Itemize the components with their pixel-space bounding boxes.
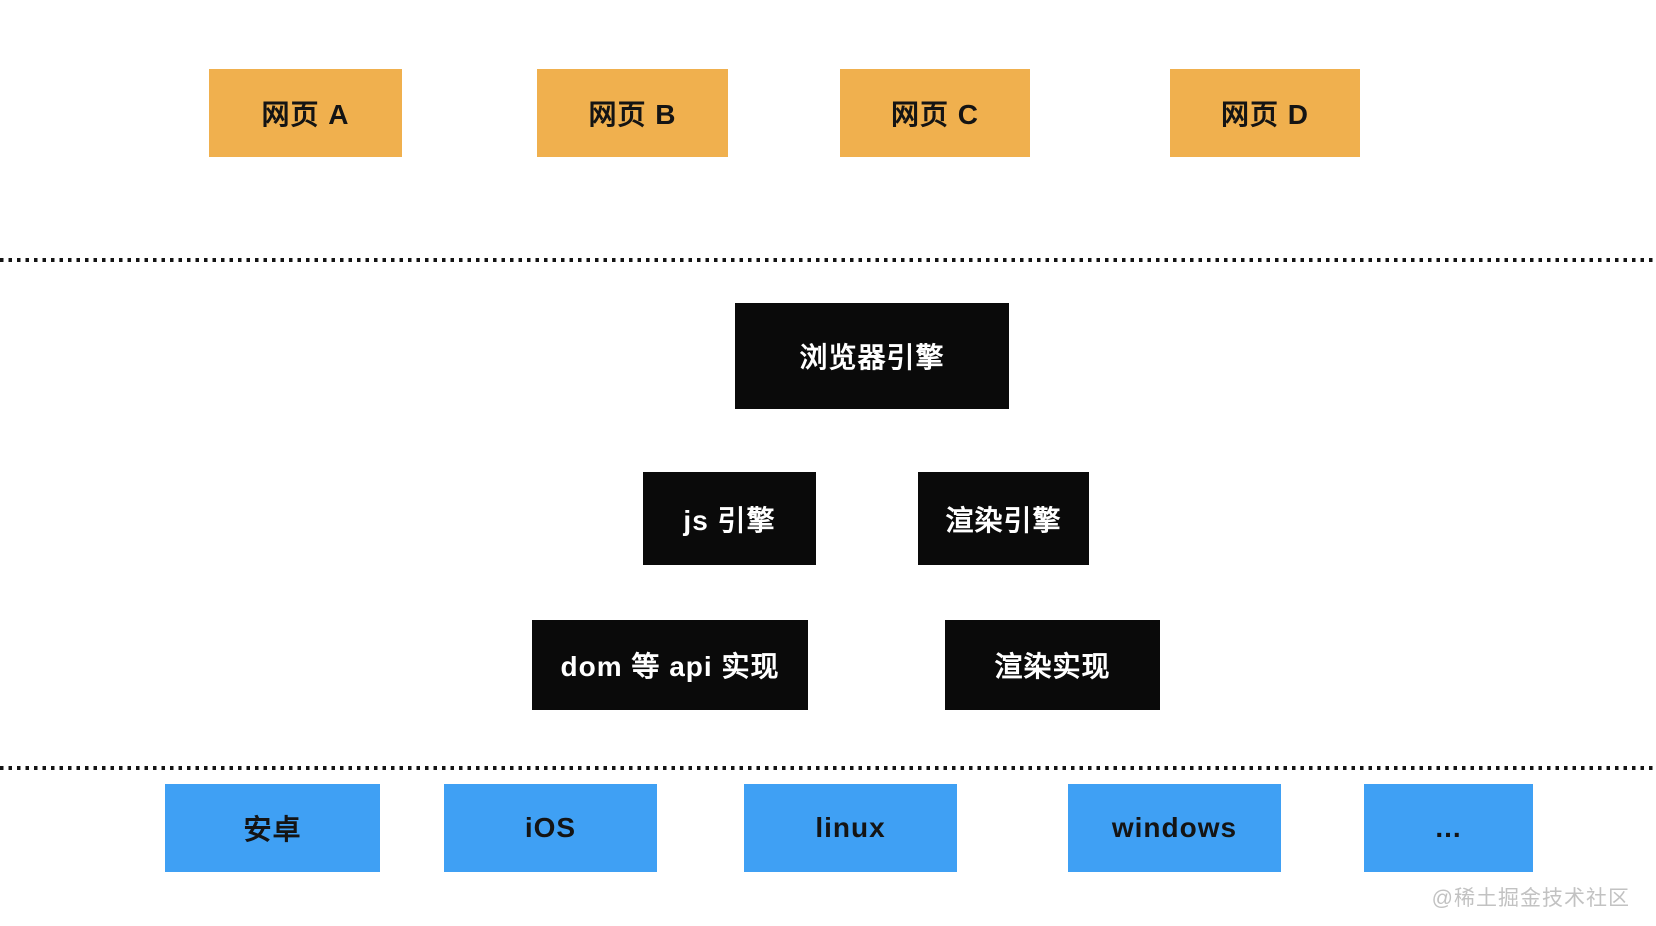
webpage-b-box: 网页 B [537,69,728,157]
render-implementation-box: 渲染实现 [945,620,1160,710]
platform-windows-box: windows [1068,784,1281,872]
webpage-c-box: 网页 C [840,69,1030,157]
watermark: @稀土掘金技术社区 [1431,887,1630,910]
dom-api-implementation-box: dom 等 api 实现 [532,620,808,710]
platform-android-box: 安卓 [165,784,380,872]
platform-more-box: ... [1364,784,1533,872]
platform-linux-box: linux [744,784,957,872]
webpage-d-box: 网页 D [1170,69,1360,157]
separator-line-bottom [0,766,1656,770]
platform-ios-box: iOS [444,784,657,872]
webpage-a-box: 网页 A [209,69,402,157]
browser-engine-box: 浏览器引擎 [735,303,1009,409]
separator-line-top [0,258,1656,262]
js-engine-box: js 引擎 [643,472,816,565]
render-engine-box: 渲染引擎 [918,472,1089,565]
